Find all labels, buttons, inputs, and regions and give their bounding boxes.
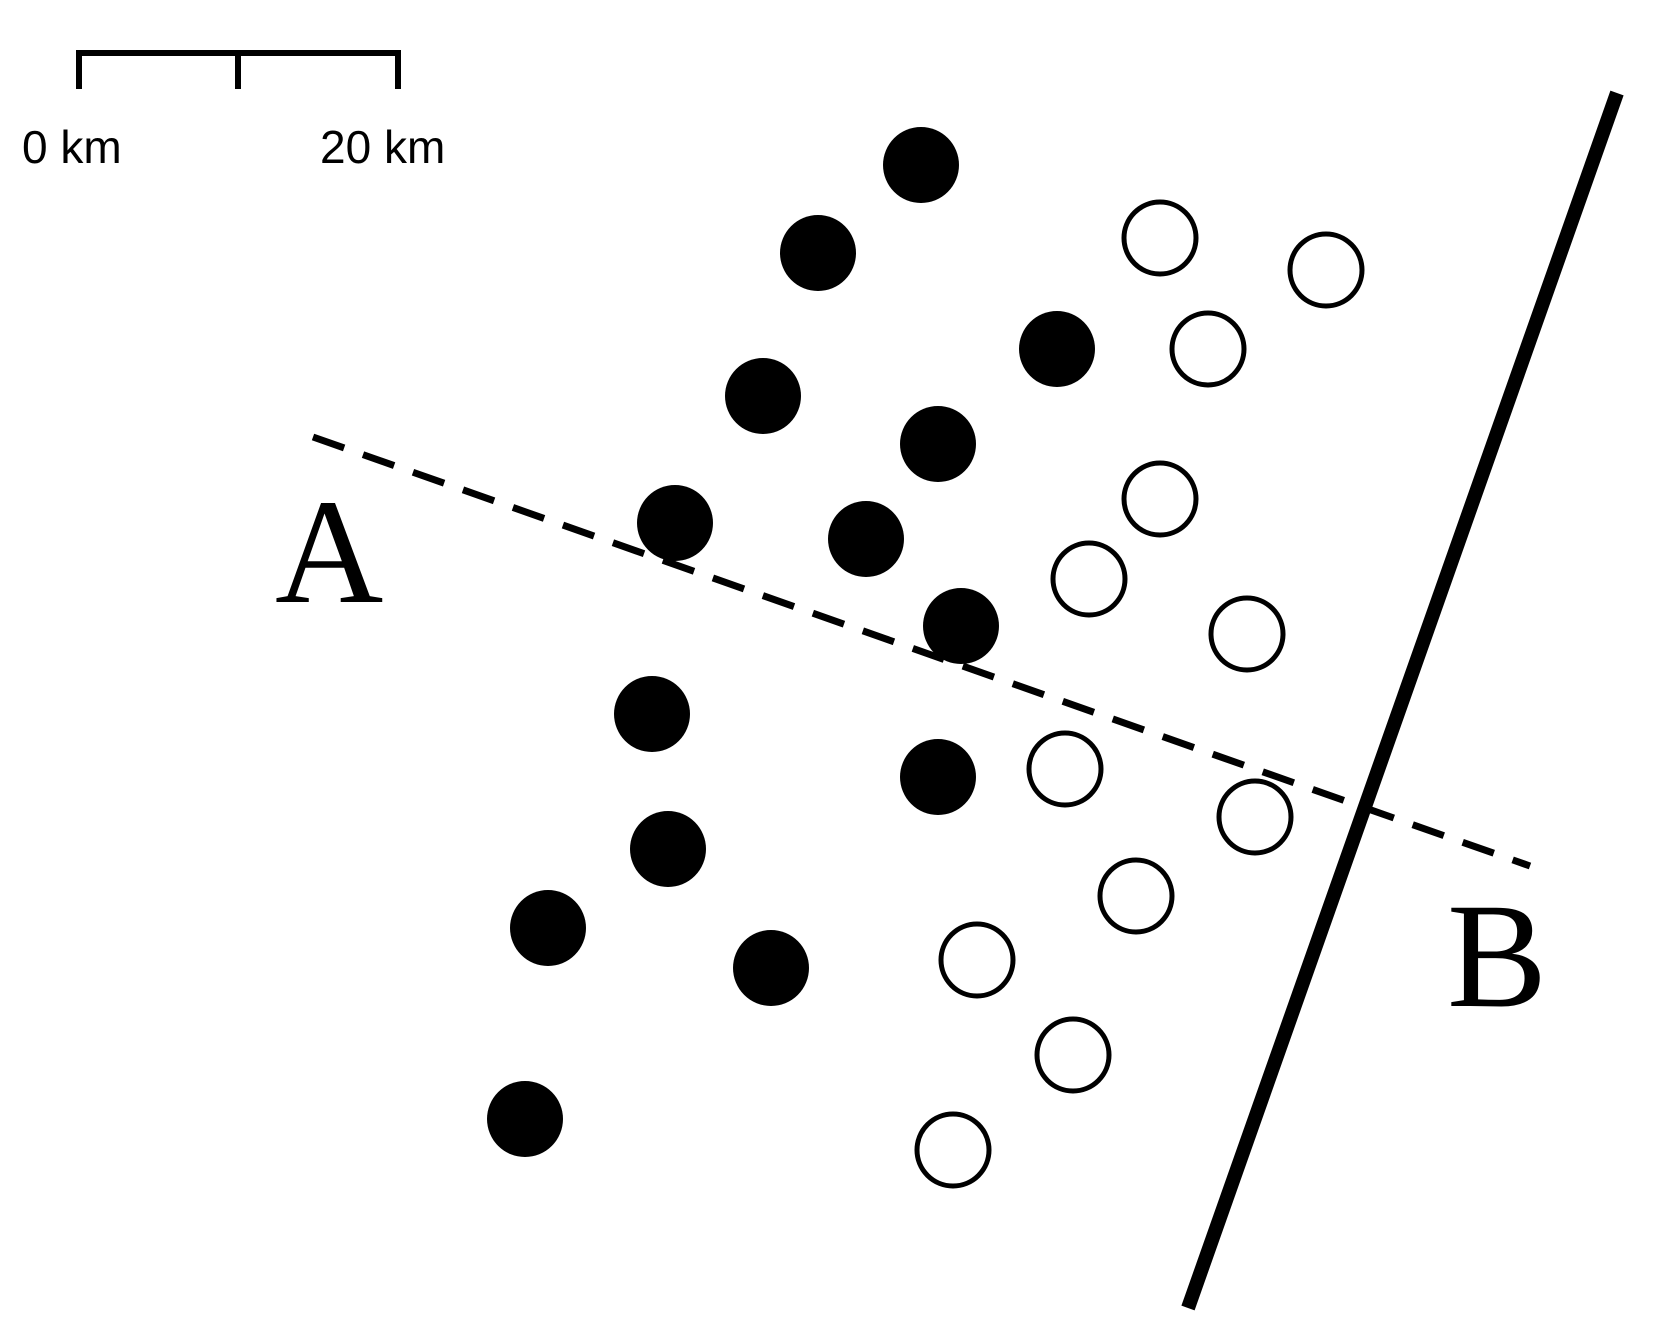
label-a: A: [275, 469, 383, 635]
scale-end-label: 20 km: [320, 121, 445, 173]
boundary-line: [1181, 90, 1624, 1311]
open-symbol: [914, 1111, 992, 1189]
filled-symbol: [630, 811, 706, 887]
scale-start-label: 0 km: [22, 121, 122, 173]
filled-symbol: [733, 930, 809, 1006]
open-symbol: [1034, 1016, 1112, 1094]
filled-symbol: [900, 406, 976, 482]
open-symbol: [1050, 540, 1128, 618]
filled-symbols: [487, 127, 1095, 1157]
filled-symbol: [510, 890, 586, 966]
filled-symbol: [923, 588, 999, 664]
open-symbol: [1216, 778, 1294, 856]
open-symbol: [1121, 199, 1199, 277]
filled-symbol: [1019, 311, 1095, 387]
filled-symbol: [828, 501, 904, 577]
open-symbols: [914, 199, 1365, 1189]
filled-symbol: [725, 358, 801, 434]
filled-symbol: [900, 739, 976, 815]
open-symbol: [1121, 460, 1199, 538]
open-symbol: [1169, 310, 1247, 388]
label-b: B: [1447, 873, 1547, 1039]
open-symbol: [938, 921, 1016, 999]
profile-line-a-b: [311, 433, 1532, 870]
open-symbol: [1287, 231, 1365, 309]
filled-symbol: [637, 485, 713, 561]
open-symbol: [1097, 857, 1175, 935]
filled-symbol: [780, 215, 856, 291]
filled-symbol: [614, 676, 690, 752]
filled-symbol: [487, 1081, 563, 1157]
open-symbol: [1208, 595, 1286, 673]
scale-bar: 0 km 20 km: [22, 50, 445, 173]
open-symbol: [1026, 730, 1104, 808]
filled-symbol: [883, 127, 959, 203]
